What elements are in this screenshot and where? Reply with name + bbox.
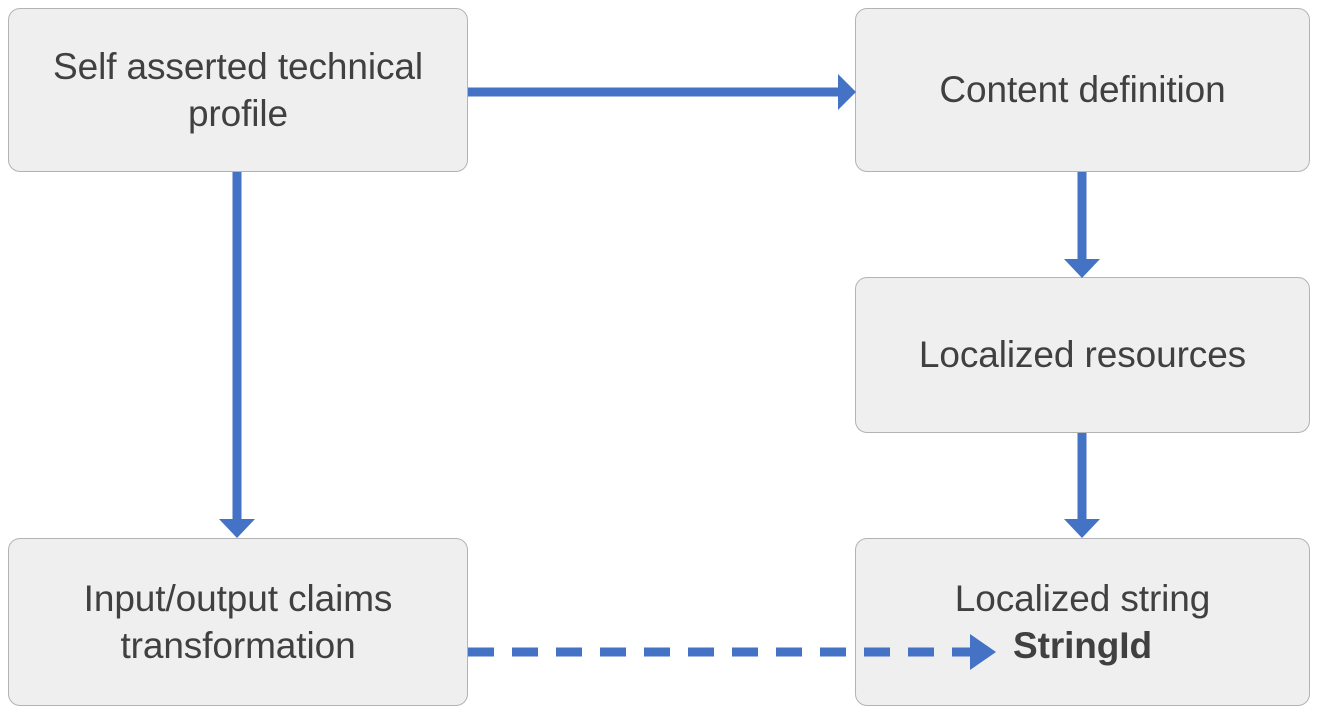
node-label-self-asserted-technical-profile: Self asserted technical profile [53,45,423,134]
node-localized-resources[interactable]: Localized resources [855,277,1310,433]
arrowhead-self-asserted-to-claims-transformation [219,519,255,538]
node-label-localized-string: Localized string [954,577,1211,619]
edge-self-asserted-to-content-definition[interactable] [468,74,856,110]
arrowhead-localized-resources-to-localized-string [1064,519,1100,538]
edge-content-definition-to-localized-resources[interactable] [1064,172,1100,278]
arrowhead-claims-transformation-to-string-id [970,634,996,670]
edge-claims-transformation-to-string-id[interactable] [468,634,996,670]
node-input-output-claims-transformation[interactable]: Input/output claims transformation [8,538,468,706]
edge-localized-resources-to-localized-string[interactable] [1064,433,1100,538]
node-content-definition[interactable]: Content definition [855,8,1310,172]
node-label-content-definition: Content definition [939,69,1226,111]
arrowhead-self-asserted-to-content-definition [838,74,856,110]
edge-self-asserted-to-claims-transformation[interactable] [219,172,255,538]
node-label-group-localized-string: Localized string StringId [870,575,1295,670]
node-self-asserted-technical-profile[interactable]: Self asserted technical profile [8,8,468,172]
node-localized-string[interactable]: Localized string StringId [855,538,1310,706]
node-label-input-output-claims-transformation: Input/output claims transformation [83,577,393,666]
node-sublabel-string-id: StringId [1013,625,1152,666]
node-label-localized-resources: Localized resources [918,334,1247,376]
arrowhead-content-definition-to-localized-resources [1064,259,1100,278]
